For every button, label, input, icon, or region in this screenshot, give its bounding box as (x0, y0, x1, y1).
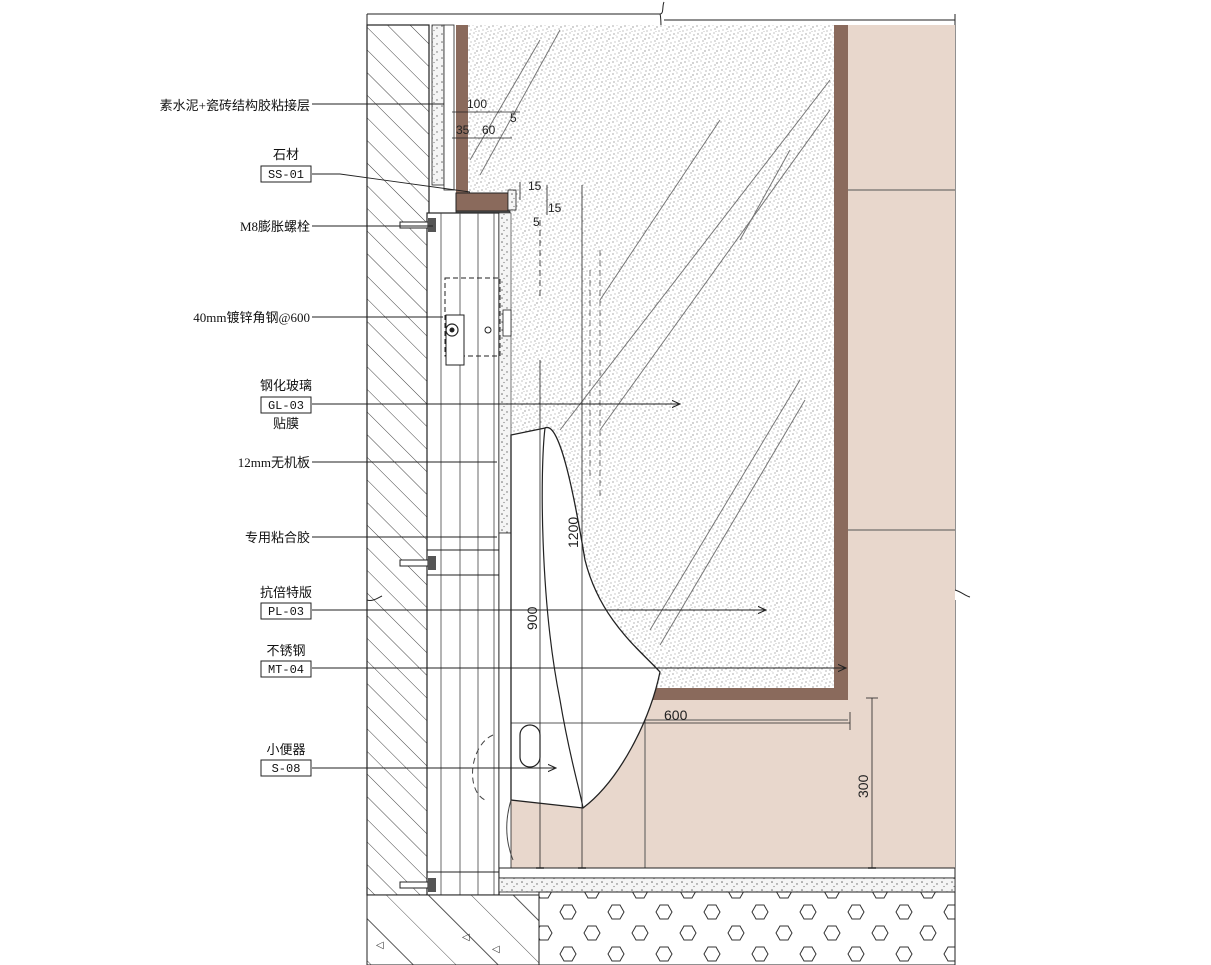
callout-board: 12mm无机板 (238, 455, 310, 470)
dim-100: 100 (467, 97, 487, 111)
callout-glass-code-box (260, 396, 312, 414)
leader-lines (312, 103, 846, 768)
callout-adhesive-layer: 素水泥+瓷砖结构胶粘接层 (160, 98, 310, 113)
callout-compact-label: 抗倍特版 (260, 585, 312, 600)
bolt-top (399, 218, 436, 232)
bolt-middle (399, 556, 436, 570)
dimension-texts: 100 5 35 60 15 15 5 1200 900 600 300 (456, 97, 871, 798)
callout-compact-code-box (260, 602, 312, 620)
callout-glass-label: 钢化玻璃 (260, 378, 312, 393)
dim-1200: 1200 (565, 517, 581, 548)
callout-glass-code: GL-03 (268, 399, 304, 413)
dim-5: 5 (510, 111, 517, 125)
callout-stainless-code: MT-04 (268, 663, 304, 677)
adhesive-layer (431, 24, 455, 191)
floor-section: ◁ ◁ ◁ (366, 867, 956, 965)
dim-300: 300 (855, 774, 871, 798)
svg-text:◁: ◁ (462, 932, 470, 943)
callout-compact-code: PL-03 (268, 605, 304, 619)
callout-angle-steel: 40mm镀锌角钢@600 (193, 310, 310, 325)
svg-text:◁: ◁ (376, 940, 384, 951)
dim-600: 600 (664, 707, 688, 723)
callout-bolt: M8膨胀螺栓 (240, 219, 310, 234)
angle-steel-bracket (444, 277, 512, 366)
dimension-lines (452, 111, 878, 869)
callout-stone-code-box (260, 165, 312, 183)
callout-urinal-code-box (260, 759, 312, 777)
callout-stone-label: 石材 (273, 147, 299, 162)
callout-stainless-code-box (260, 660, 312, 678)
callout-urinal-label: 小便器 (266, 742, 305, 757)
urinal (472, 427, 661, 861)
inorganic-board-partition (426, 212, 512, 896)
svg-text:◁: ◁ (492, 944, 500, 955)
dim-15-b: 15 (548, 201, 562, 215)
callout-stone-code: SS-01 (268, 168, 304, 182)
callout-glue: 专用粘合胶 (245, 530, 310, 545)
dim-60: 60 (482, 123, 496, 137)
expansion-bolts (399, 218, 436, 892)
dim-900: 900 (524, 606, 540, 630)
dim-35: 35 (456, 123, 470, 137)
callout-glass-sub: 贴膜 (273, 416, 299, 431)
dim-15-a: 15 (528, 179, 542, 193)
callout-urinal-code: S-08 (272, 762, 301, 776)
callout-stainless-label: 不锈钢 (266, 643, 305, 658)
callout-labels: 素水泥+瓷砖结构胶粘接层 石材 SS-01 M8膨胀螺栓 40mm镀锌角钢@60… (160, 98, 312, 777)
bolt-bottom (399, 878, 436, 892)
dim-5-b: 5 (533, 215, 540, 229)
